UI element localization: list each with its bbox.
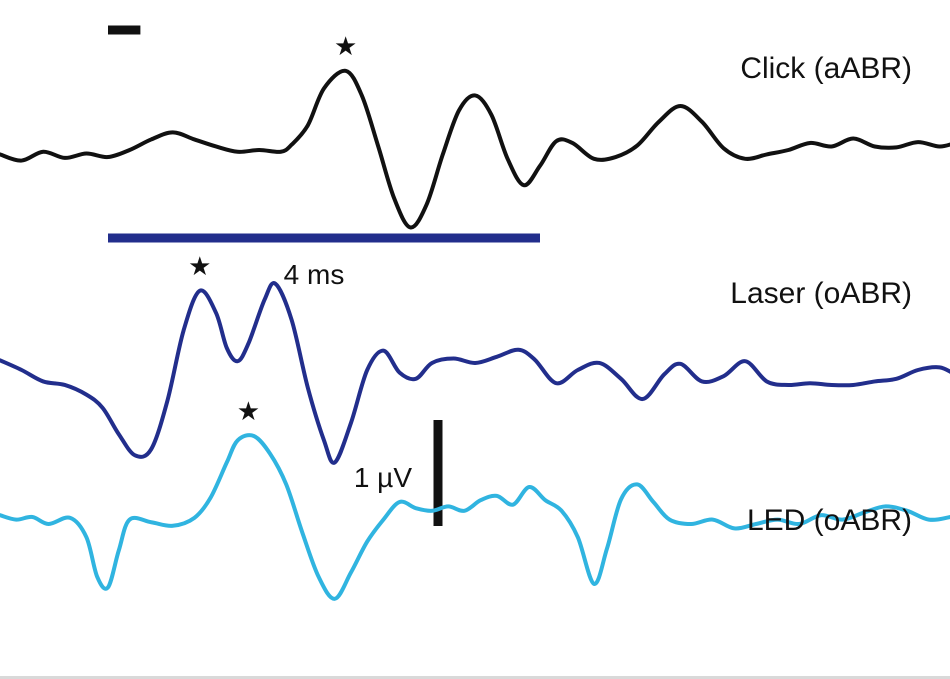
- peak-stars: ★ ★ ★: [188, 31, 357, 426]
- led-trace-label: LED (oABR): [747, 504, 912, 537]
- led-peak-star: ★: [237, 396, 260, 426]
- amplitude-scale-label: 1 µV: [354, 462, 412, 493]
- laser-trace-label: Laser (oABR): [730, 277, 912, 310]
- click-peak-star: ★: [334, 31, 357, 61]
- trace-labels: Click (aABR) Laser (oABR) LED (oABR): [730, 52, 912, 537]
- traces: [0, 68, 950, 601]
- scale-bars: 4 ms 1 µV: [108, 25, 540, 526]
- laser-trace-line: [0, 281, 950, 465]
- bottom-border: [0, 676, 950, 679]
- click-trace-label: Click (aABR): [740, 52, 912, 85]
- led-trace-line: [0, 433, 950, 601]
- click-trace-line: [0, 68, 950, 230]
- time-scale-label: 4 ms: [284, 259, 345, 290]
- laser-peak-star: ★: [188, 251, 211, 281]
